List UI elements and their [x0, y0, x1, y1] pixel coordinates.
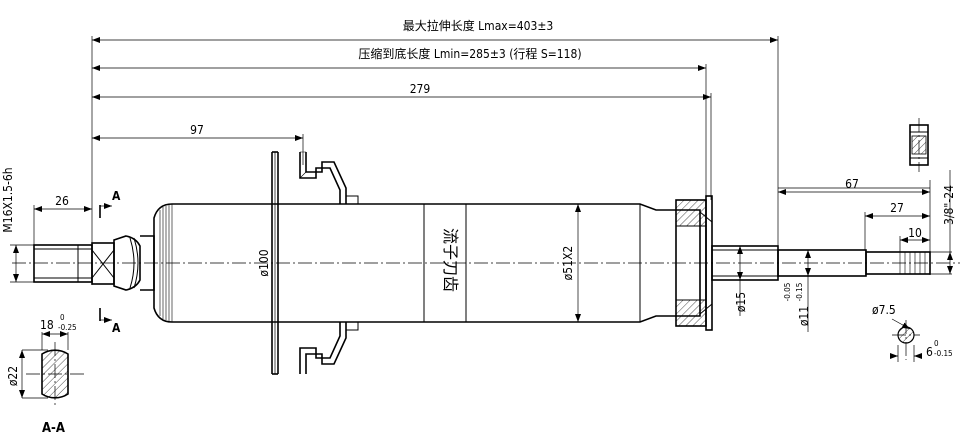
- svg-text:27: 27: [890, 201, 904, 215]
- dimension-d22: ø22: [6, 366, 20, 386]
- dimension-lmin: 压缩到底长度 Lmin=285±3 (行程 S=118): [92, 46, 706, 71]
- rod-guide: [675, 195, 713, 331]
- svg-text:26: 26: [55, 194, 69, 208]
- dimension-d7-5: ø7.5: [872, 303, 896, 317]
- dimension-26: 26: [34, 194, 92, 212]
- svg-text:M16X1.5-6h: M16X1.5-6h: [1, 167, 15, 232]
- svg-text:-0.25: -0.25: [58, 323, 77, 332]
- left-threaded-stud: [33, 244, 93, 283]
- svg-text:279: 279: [410, 82, 431, 96]
- dimension-67: 67: [778, 177, 930, 195]
- dimension-279: 279: [92, 82, 711, 100]
- svg-text:最大拉伸长度 Lmax=403±3: 最大拉伸长度 Lmax=403±3: [403, 18, 554, 33]
- body-marking: 流子刀齿: [441, 228, 460, 292]
- rod-end-section: [890, 318, 922, 362]
- svg-text:6: 6: [926, 345, 933, 359]
- dimension-lmax: 最大拉伸长度 Lmax=403±3: [92, 18, 778, 43]
- svg-text:67: 67: [845, 177, 859, 191]
- svg-text:-0.15: -0.15: [795, 283, 804, 302]
- dimension-3-8-thread: 3/8"-24: [930, 170, 956, 275]
- nut-detail: [909, 118, 929, 172]
- dimension-10: 10: [900, 226, 930, 243]
- svg-text:ø100: ø100: [257, 249, 271, 276]
- svg-text:10: 10: [908, 226, 922, 240]
- section-marks: A A: [99, 189, 121, 335]
- dimension-d11: ø11 -0.05 -0.15: [783, 250, 811, 332]
- svg-text:压缩到底长度 Lmin=285±3 (行程 S=118): 压缩到底长度 Lmin=285±3 (行程 S=118): [358, 46, 581, 61]
- svg-text:ø15: ø15: [734, 292, 748, 312]
- dimension-97: 97: [92, 123, 303, 141]
- svg-text:ø11: ø11: [797, 306, 811, 326]
- extension-lines: [10, 36, 931, 285]
- svg-text:ø51X2: ø51X2: [561, 246, 575, 281]
- piston-rod: [711, 245, 931, 281]
- wrench-flat: [91, 242, 115, 285]
- svg-text:-0.15: -0.15: [934, 349, 953, 358]
- svg-text:18: 18: [40, 318, 54, 332]
- dimension-18: 18 0 -0.25: [40, 313, 77, 332]
- svg-text:A: A: [112, 189, 121, 203]
- svg-text:0: 0: [934, 339, 939, 348]
- svg-text:-0.05: -0.05: [783, 283, 792, 302]
- section-a-a-view: [19, 331, 84, 408]
- dimension-27: 27: [865, 201, 930, 219]
- spring-seat: [271, 151, 359, 375]
- dimension-m16-thread: M16X1.5-6h: [1, 167, 19, 282]
- svg-text:A: A: [112, 321, 121, 335]
- dimension-6: 6 0 -0.15: [926, 339, 953, 359]
- dimension-d51: ø51X2: [561, 204, 581, 322]
- svg-text:0: 0: [60, 313, 65, 322]
- svg-text:97: 97: [190, 123, 204, 137]
- dimension-d15: ø15: [734, 246, 748, 316]
- section-title: A-A: [42, 421, 65, 436]
- dimension-d100: ø100: [257, 152, 276, 374]
- svg-text:3/8"-24: 3/8"-24: [942, 185, 956, 225]
